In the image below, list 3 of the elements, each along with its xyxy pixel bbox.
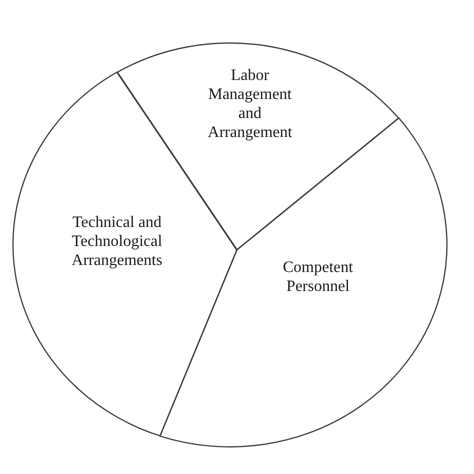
sector-label: Labor Management and Arrangement <box>206 66 294 142</box>
sector-label: Technical and Technological Arrangements <box>70 212 164 270</box>
sector-label: Competent Personnel <box>282 258 354 296</box>
